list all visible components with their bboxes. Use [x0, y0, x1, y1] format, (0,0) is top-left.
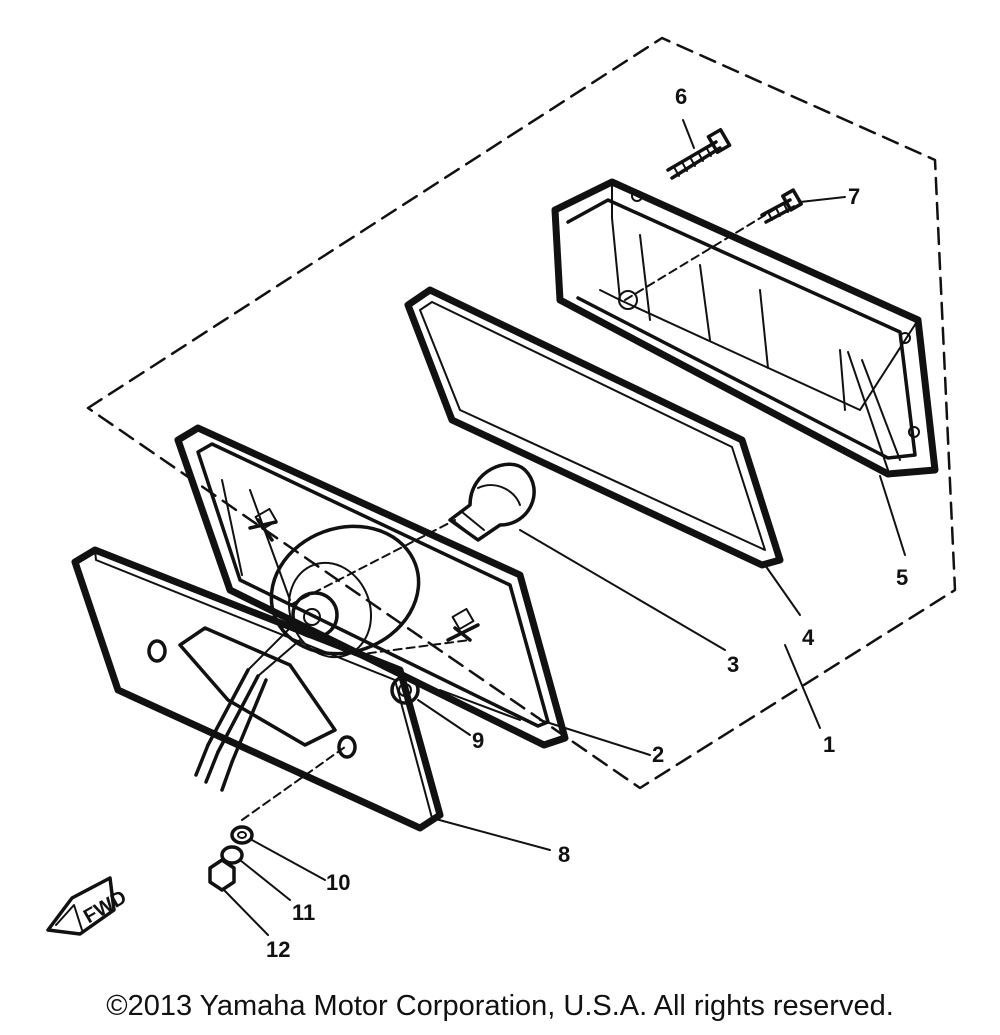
taillight-exploded-diagram: 1 2 3 4 5 6 7 8 9 10 11 12 FWD [46, 36, 957, 960]
assembly-boundary [86, 36, 957, 790]
copyright-notice: ©2013 Yamaha Motor Corporation, U.S.A. A… [106, 990, 894, 1022]
callout-11: 11 [292, 900, 315, 925]
callout-3: 3 [727, 652, 739, 677]
callout-10: 10 [326, 870, 350, 895]
callout-6: 6 [675, 84, 687, 109]
callout-5: 5 [896, 565, 908, 590]
gasket-part-4 [404, 286, 784, 569]
callout-12: 12 [266, 937, 290, 960]
callout-1: 1 [823, 732, 835, 757]
nut-part-12 [208, 858, 236, 892]
lockwasher-part-11 [220, 845, 244, 865]
nut-part-9 [390, 675, 420, 705]
screw-part-6 [666, 127, 732, 180]
mounting-plate-part-8 [71, 546, 444, 832]
housing-part-5 [551, 178, 939, 478]
lens-part-2 [174, 424, 569, 749]
callout-9: 9 [472, 728, 484, 753]
callout-7: 7 [848, 184, 860, 209]
callout-8: 8 [558, 842, 570, 867]
bulb-part-3 [448, 462, 536, 542]
fwd-badge-text: FWD [80, 886, 130, 928]
callout-2: 2 [652, 742, 664, 767]
callout-4: 4 [802, 625, 815, 650]
washer-part-10 [230, 825, 254, 845]
fwd-arrow-icon: FWD [46, 876, 130, 936]
